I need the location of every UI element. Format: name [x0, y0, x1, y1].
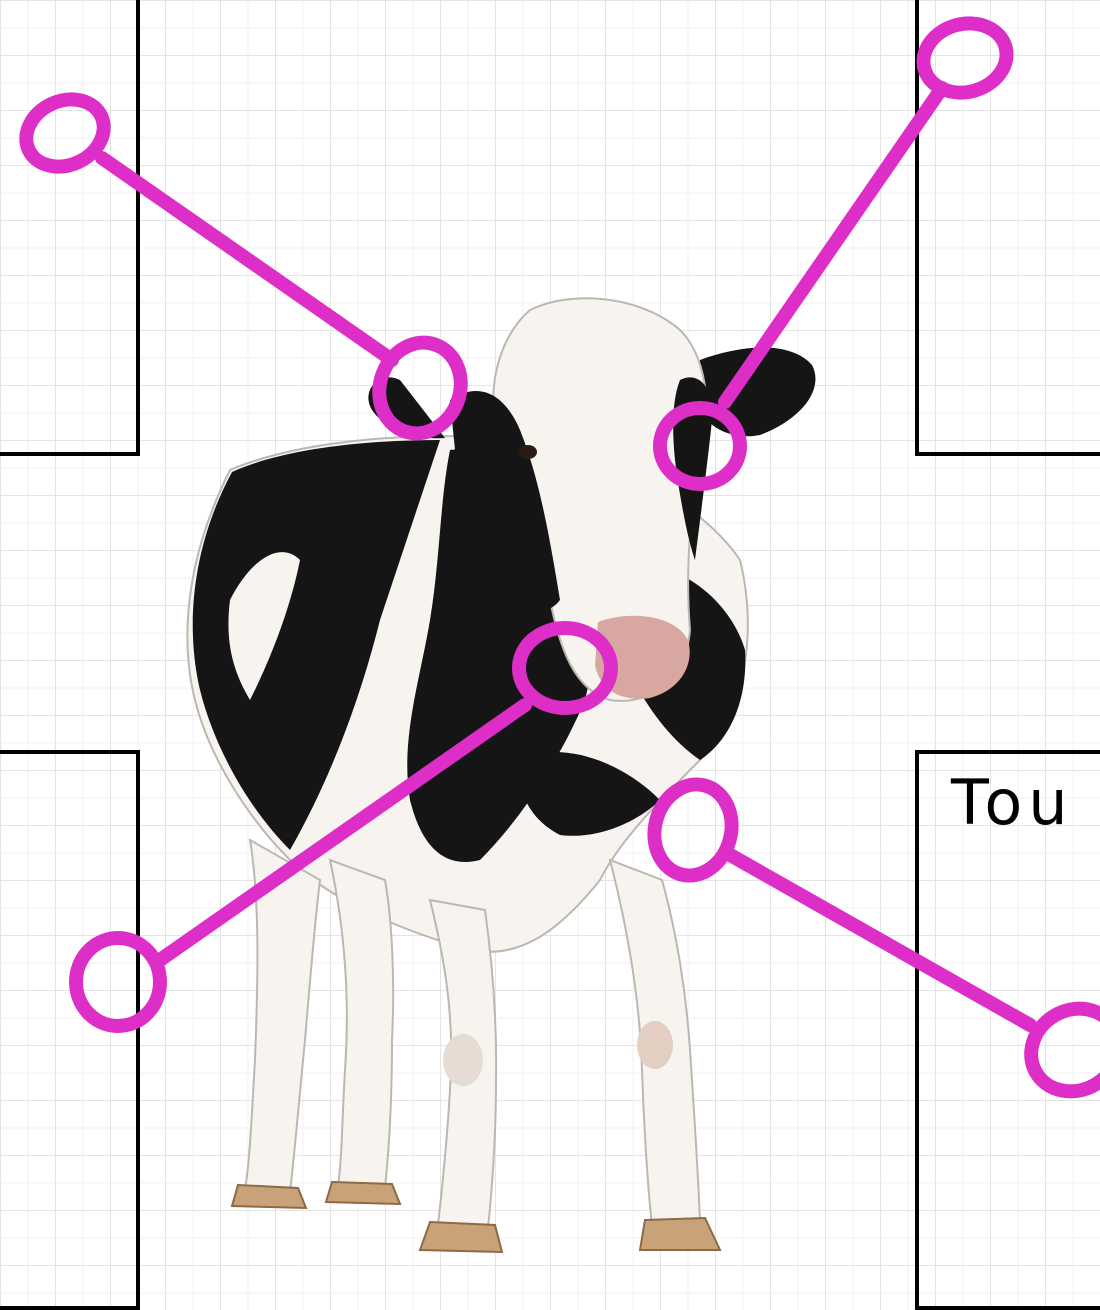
- cow-eye: [519, 445, 537, 459]
- cow-illustration: [0, 0, 1100, 1283]
- diagram-canvas: Tou: [0, 0, 1100, 1283]
- leader-line-chest: [644, 776, 1100, 1107]
- leader-line-eye-right: [660, 14, 1014, 484]
